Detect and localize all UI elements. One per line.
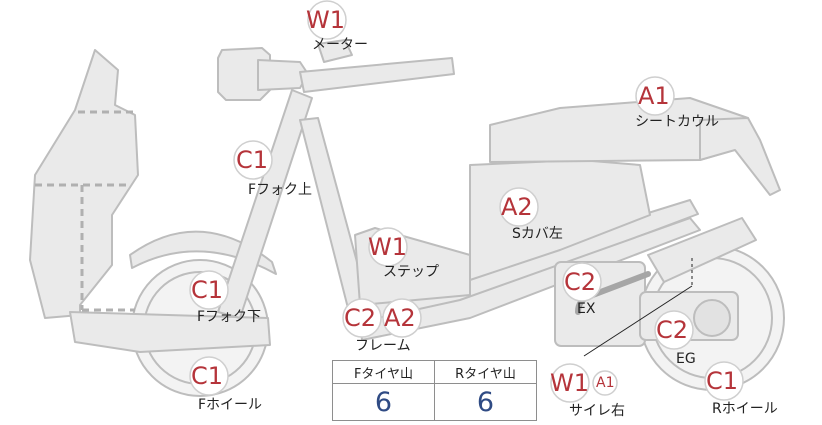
- exhaust-code: C2: [564, 268, 597, 296]
- rear-wheel-code: C1: [706, 367, 739, 395]
- s-cover-left-label: Sカバ左: [512, 226, 563, 242]
- engine-label: EG: [676, 351, 696, 367]
- circle-meter: [307, 0, 347, 40]
- meter-pod: [317, 39, 353, 63]
- circle-frame-b: [382, 298, 422, 338]
- muffler-right-code-1: W1: [550, 369, 589, 397]
- circle-muffler-a: [550, 363, 590, 403]
- front-fender: [129, 230, 277, 275]
- step-label: ステップ: [383, 264, 439, 280]
- meter-code: W1: [306, 6, 345, 34]
- rear-hub: [693, 299, 731, 337]
- seat-cowl-code: A1: [638, 82, 670, 110]
- muffler: [647, 217, 757, 283]
- exhaust-label: EX: [577, 301, 596, 317]
- frame-code-2: A2: [384, 304, 416, 332]
- circle-engine: [654, 310, 694, 350]
- rear-tread-value: 6: [434, 383, 537, 421]
- fork-lower-label: Fフォク下: [197, 309, 262, 325]
- meter-label: メーター: [312, 37, 368, 53]
- seat-cowl-label: シートカウル: [635, 114, 719, 130]
- engine-code: C2: [656, 316, 689, 344]
- front-fork: [217, 89, 313, 319]
- front-wheel-label: Fホイール: [198, 397, 263, 413]
- fork-upper-label: Fフォク上: [248, 182, 313, 198]
- seat-cowl-tail: [699, 117, 781, 196]
- tire-tread-header-row: Fタイヤ山 Rタイヤ山: [332, 360, 537, 384]
- fork-upper-code: C1: [236, 146, 269, 174]
- leg-shield-dashed-outline: [35, 110, 135, 312]
- rear-wheel-label: Rホイール: [712, 401, 778, 417]
- circle-seat-cowl: [635, 76, 675, 116]
- front-wheel-code: C1: [191, 362, 224, 390]
- front-tread-value: 6: [332, 383, 435, 421]
- circle-s-cover: [499, 187, 539, 227]
- muffler-leader-line: [583, 285, 693, 357]
- muffler-right-label: サイレ右: [569, 403, 625, 419]
- code-circles: [189, 0, 744, 403]
- circle-fork-lower: [189, 270, 229, 310]
- circle-rear-wheel: [704, 361, 744, 401]
- rear-tread-header: Rタイヤ山: [434, 360, 537, 384]
- circle-front-wheel: [189, 356, 229, 396]
- muffler-right-code-2: A1: [596, 375, 615, 391]
- fork-lower-code: C1: [191, 276, 224, 304]
- tire-tread-value-row: 6 6: [332, 383, 537, 421]
- frame-label: フレーム: [355, 338, 411, 354]
- circle-frame-a: [342, 298, 382, 338]
- circle-step: [368, 227, 408, 267]
- circle-fork-upper: [233, 140, 273, 180]
- step-code: W1: [368, 233, 407, 261]
- tire-tread-table: Fタイヤ山 Rタイヤ山 6 6: [332, 360, 537, 421]
- circle-exhaust: [562, 262, 602, 302]
- frame-code-1: C2: [344, 304, 377, 332]
- handlebar: [299, 57, 455, 93]
- circle-muffler-b: [592, 370, 618, 396]
- frame-rail: [359, 217, 701, 341]
- s-cover-left-code: A2: [501, 193, 533, 221]
- front-tread-header: Fタイヤ山: [332, 360, 435, 384]
